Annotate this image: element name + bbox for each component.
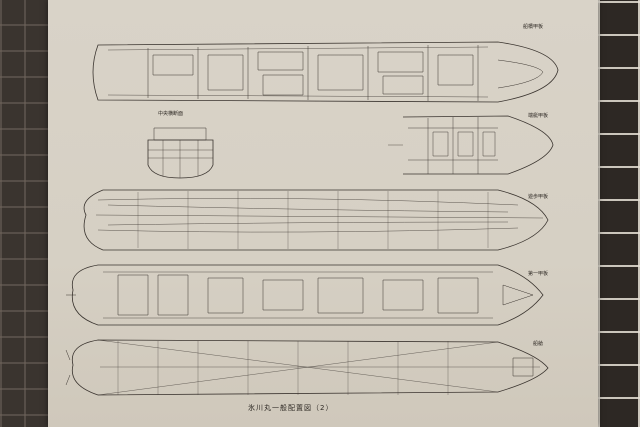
deck-plan-hold — [65, 339, 549, 396]
label-boat-deck: 端艇甲板 — [528, 113, 549, 119]
label-first-deck: 第一甲板 — [528, 271, 549, 277]
wall-grid-left — [0, 0, 50, 427]
deck-plan-top — [92, 41, 559, 103]
deck-plan-boat — [388, 115, 554, 175]
deck-plan-first — [66, 264, 544, 326]
plan-caption: 氷川丸一般配置図（2） — [248, 404, 334, 412]
label-bridge-deck: 船橋甲板 — [523, 24, 544, 30]
label-promenade-deck: 遊歩甲板 — [528, 194, 549, 200]
wall-grid-right — [594, 0, 640, 427]
cross-section — [147, 127, 214, 179]
label-hold: 船艙 — [533, 341, 544, 347]
label-cross-section: 中央横断面 — [158, 111, 184, 117]
blueprint-poster: 船橋甲板 端艇甲板 遊歩甲板 第一甲板 船艙 中央横断面 氷川丸一般配置図（2） — [48, 0, 598, 427]
ship-plan-drawing — [65, 41, 559, 396]
deck-plan-promenade — [83, 189, 549, 251]
